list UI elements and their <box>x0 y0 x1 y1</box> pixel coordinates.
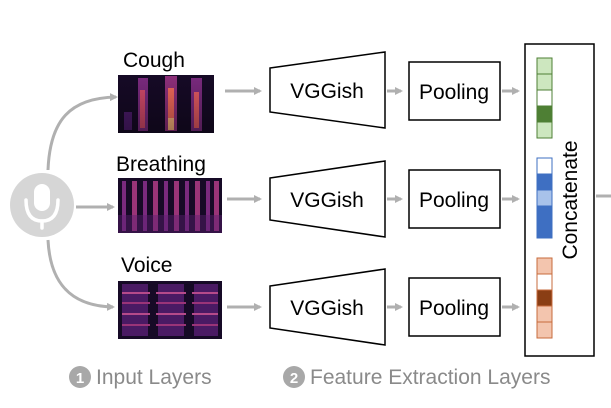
vggish-label-voice: VGGish <box>290 297 364 320</box>
spectrogram-cough <box>118 75 214 133</box>
arrow-mic-to-cough <box>46 93 118 171</box>
feature-cell-breathing-4 <box>536 221 553 239</box>
vggish-block-breathing: VGGish <box>269 160 386 238</box>
vggish-label-cough: VGGish <box>290 80 364 103</box>
concatenate-label: Concatenate <box>559 140 582 259</box>
feature-cell-breathing-0 <box>536 157 553 175</box>
feature-cell-voice-2 <box>536 289 553 307</box>
legend-input-layers: 1 Input Layers <box>69 366 212 389</box>
microphone-icon <box>24 184 60 230</box>
vggish-label-breathing: VGGish <box>290 189 364 212</box>
legend-badge-2-number: 2 <box>290 370 298 387</box>
spectrogram-voice <box>118 281 222 339</box>
feature-cell-voice-0 <box>536 257 553 275</box>
feature-cell-cough-4 <box>536 121 553 139</box>
legend-badge-1 <box>69 366 91 388</box>
legend-badge-2 <box>283 366 305 388</box>
pooling-label-cough: Pooling <box>419 81 489 104</box>
pooling-block-cough: Pooling <box>408 61 501 121</box>
pooling-block-breathing: Pooling <box>408 169 501 229</box>
feature-cell-cough-3 <box>536 105 553 123</box>
legend-label-feature-extraction-layers: Feature Extraction Layers <box>310 366 550 389</box>
input-label-breathing: Breathing <box>116 153 206 176</box>
spectrogram-breathing <box>118 178 222 233</box>
feature-cell-breathing-3 <box>536 205 553 223</box>
feature-cell-breathing-2 <box>536 189 553 207</box>
input-label-cough: Cough <box>123 49 185 72</box>
feature-cell-voice-4 <box>536 321 553 339</box>
vggish-block-voice: VGGish <box>269 268 386 346</box>
legend-feature-extraction-layers: 2 Feature Extraction Layers <box>283 366 550 389</box>
feature-cell-cough-2 <box>536 89 553 107</box>
input-label-voice: Voice <box>121 254 172 277</box>
feature-cell-breathing-1 <box>536 173 553 191</box>
pooling-label-voice: Pooling <box>419 297 489 320</box>
feature-cell-cough-0 <box>536 57 553 75</box>
pooling-block-voice: Pooling <box>408 277 501 337</box>
feature-cell-voice-3 <box>536 305 553 323</box>
feature-cell-voice-1 <box>536 273 553 291</box>
arrow-mic-to-voice <box>46 239 115 311</box>
feature-cell-cough-1 <box>536 73 553 91</box>
legend-badge-1-number: 1 <box>76 370 84 387</box>
pooling-label-breathing: Pooling <box>419 189 489 212</box>
legend-label-input-layers: Input Layers <box>96 366 212 389</box>
vggish-block-cough: VGGish <box>269 51 386 129</box>
feature-vectors <box>536 57 553 339</box>
microphone-input <box>10 173 74 237</box>
